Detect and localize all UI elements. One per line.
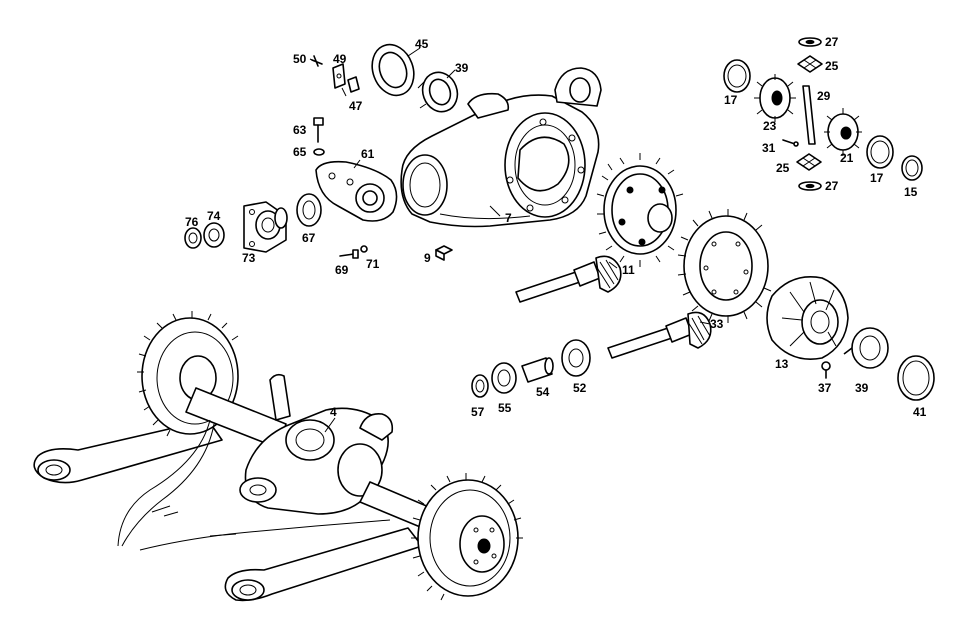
callout-31: 31: [762, 141, 776, 155]
callout-27-bottom: 27: [825, 179, 839, 193]
part-39-bearing-right: [843, 327, 889, 369]
callout-27-top: 27: [825, 35, 839, 49]
callout-69: 69: [335, 263, 349, 277]
callout-33: 33: [710, 317, 724, 331]
callout-13: 13: [775, 357, 789, 371]
part-23-side-gear: [754, 74, 796, 122]
part-45-seal: [371, 43, 415, 97]
part-71-washer: [360, 245, 368, 253]
part-17-shim-left: [723, 59, 751, 93]
part-49-bracket: [332, 63, 346, 89]
part-57-shim: [471, 374, 489, 398]
part-13-differential-carrier: [766, 276, 849, 360]
part-76-nut: [184, 227, 202, 249]
part-47-clip: [347, 76, 360, 93]
part-21-side-gear: [824, 108, 862, 156]
callout-52: 52: [573, 381, 587, 395]
part-37-screw: [821, 361, 831, 379]
part-31-pin: [782, 139, 799, 147]
callout-71: 71: [366, 257, 380, 271]
part-61-mount-bracket: [315, 160, 398, 222]
leader-lines: [309, 47, 711, 433]
callout-41: 41: [913, 405, 927, 419]
callout-39-top: 39: [455, 61, 469, 75]
callout-67: 67: [302, 231, 316, 245]
part-4-rear-axle-assembly: [33, 311, 523, 602]
part-27-thrust-washer-top: [798, 37, 822, 47]
part-73-flange: [243, 201, 288, 253]
callout-47: 47: [349, 99, 363, 113]
callout-23: 23: [763, 119, 777, 133]
callout-39-right: 39: [855, 381, 869, 395]
part-74-washer: [203, 222, 225, 248]
callout-45: 45: [415, 37, 429, 51]
callout-63: 63: [293, 123, 307, 137]
part-9-plug: [435, 245, 453, 261]
callout-65: 65: [293, 145, 307, 159]
callout-25-top: 25: [825, 59, 839, 73]
callout-49: 49: [333, 52, 347, 66]
part-ring-gear: [677, 209, 772, 323]
part-52-bearing: [561, 339, 591, 377]
callout-54: 54: [536, 385, 550, 399]
callout-57: 57: [471, 405, 485, 419]
callout-76: 76: [185, 215, 199, 229]
part-55-bearing: [491, 362, 517, 394]
part-15-bushing: [901, 155, 923, 181]
callout-11: 11: [622, 263, 635, 277]
callout-15: 15: [904, 185, 918, 199]
part-65-washer: [313, 148, 325, 156]
part-7-differential-housing: [400, 67, 602, 228]
callout-29: 29: [817, 89, 831, 103]
callout-55: 55: [498, 401, 512, 415]
part-29-cross-shaft: [802, 85, 816, 145]
callout-7: 7: [505, 211, 512, 225]
callout-17-right: 17: [870, 171, 884, 185]
callout-74: 74: [207, 209, 221, 223]
callout-9: 9: [424, 251, 431, 265]
part-54-spacer: [521, 357, 554, 383]
callout-37: 37: [818, 381, 832, 395]
part-67-seal: [296, 193, 322, 227]
part-33-pinion-gear: [607, 311, 712, 359]
callout-17-left: 17: [724, 93, 738, 107]
part-63-bolt: [313, 117, 324, 143]
callout-50: 50: [293, 52, 307, 66]
callout-61: 61: [361, 147, 375, 161]
callout-21: 21: [840, 151, 854, 165]
part-17-shim-right: [866, 135, 894, 169]
part-27-thrust-washer-bottom: [798, 181, 822, 191]
part-11-pinion-gear: [515, 255, 622, 303]
part-25-side-gear-bottom: [796, 153, 822, 171]
part-41-ring: [897, 355, 935, 401]
part-69-bolt: [339, 249, 359, 259]
part-ring-gear-carrier: [596, 153, 684, 267]
callout-labels: 50 49 47 45 39 63 65 61 7 76 74 73 67 69…: [185, 35, 927, 419]
part-39-bearing-top: [417, 71, 459, 113]
part-25-side-gear-top: [797, 55, 823, 73]
callout-4: 4: [330, 405, 337, 419]
callout-73: 73: [242, 251, 256, 265]
callout-25-bottom: 25: [776, 161, 790, 175]
